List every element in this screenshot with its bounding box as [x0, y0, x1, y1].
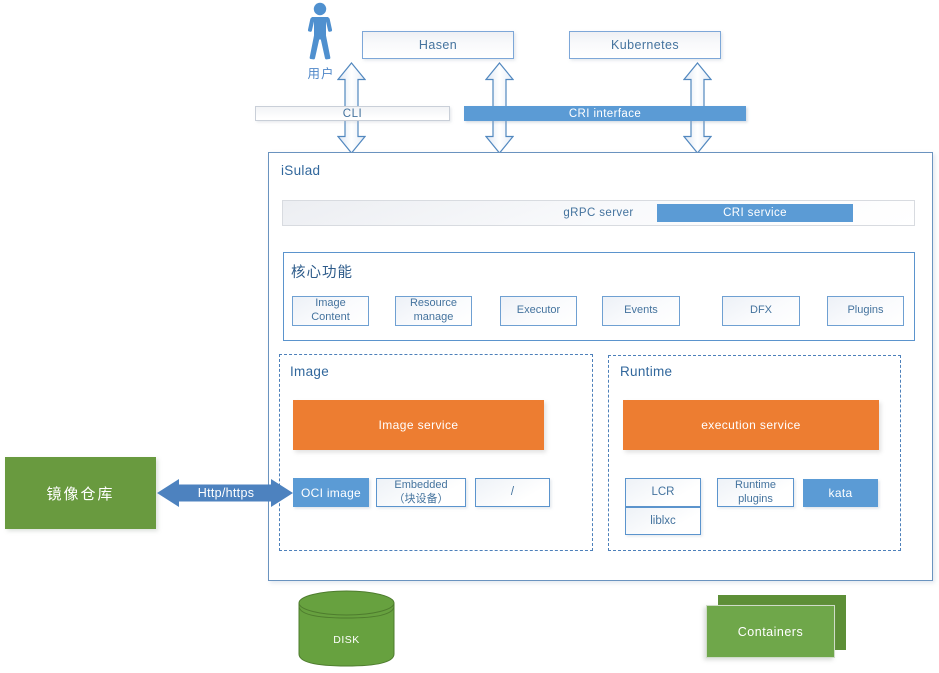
- cri-service-label: CRI service: [723, 207, 787, 219]
- core-functions-box: [283, 252, 915, 341]
- runtime-section-box: [608, 355, 901, 551]
- core-item-executor: Executor: [500, 296, 577, 326]
- disk-cylinder: [298, 590, 395, 667]
- kata-chip: kata: [803, 479, 878, 507]
- image-section-box: [279, 354, 593, 551]
- core-item-plugins: Plugins: [827, 296, 904, 326]
- core-item-resource-manage: Resource manage: [395, 296, 472, 326]
- core-item-dfx: DFX: [722, 296, 800, 326]
- grpc-server-label: gRPC server: [563, 207, 634, 219]
- isulad-title: iSulad: [281, 163, 321, 178]
- user-label: 用户: [307, 66, 335, 81]
- runtime-section-title: Runtime: [620, 364, 673, 379]
- cri-interface-bar: CRI interface: [464, 106, 746, 121]
- cli-label: CLI: [342, 107, 363, 120]
- core-item-events: Events: [602, 296, 680, 326]
- slash-chip: /: [475, 478, 550, 507]
- core-item-image-content: Image Content: [292, 296, 369, 326]
- execution-service-bar: execution service: [623, 400, 879, 450]
- http-https-arrow: [157, 479, 293, 507]
- image-registry-box: 镜像仓库: [5, 457, 156, 529]
- image-service-label: Image service: [378, 418, 459, 432]
- execution-service-label: execution service: [701, 418, 801, 432]
- runtime-plugins-chip: Runtime plugins: [717, 478, 794, 507]
- containers-box: Containers: [706, 605, 835, 658]
- cri-interface-label: CRI interface: [568, 107, 642, 120]
- hasen-label: Hasen: [418, 38, 458, 52]
- image-section-title: Image: [290, 364, 330, 379]
- core-functions-title: 核心功能: [291, 265, 353, 281]
- oci-image-chip: OCI image: [293, 478, 369, 507]
- cri-service-chip: CRI service: [657, 204, 853, 222]
- lcr-chip: LCR: [625, 478, 701, 507]
- user-person-icon: [307, 2, 333, 60]
- kubernetes-box: Kubernetes: [569, 31, 721, 59]
- image-service-bar: Image service: [293, 400, 544, 450]
- http-https-label: Http/https: [197, 486, 255, 500]
- embedded-chip: Embedded （块设备）: [376, 478, 466, 507]
- disk-label: DISK: [333, 634, 360, 646]
- cli-bar: CLI: [255, 106, 450, 121]
- liblxc-chip: liblxc: [625, 507, 701, 535]
- hasen-box: Hasen: [362, 31, 514, 59]
- kubernetes-label: Kubernetes: [611, 38, 679, 52]
